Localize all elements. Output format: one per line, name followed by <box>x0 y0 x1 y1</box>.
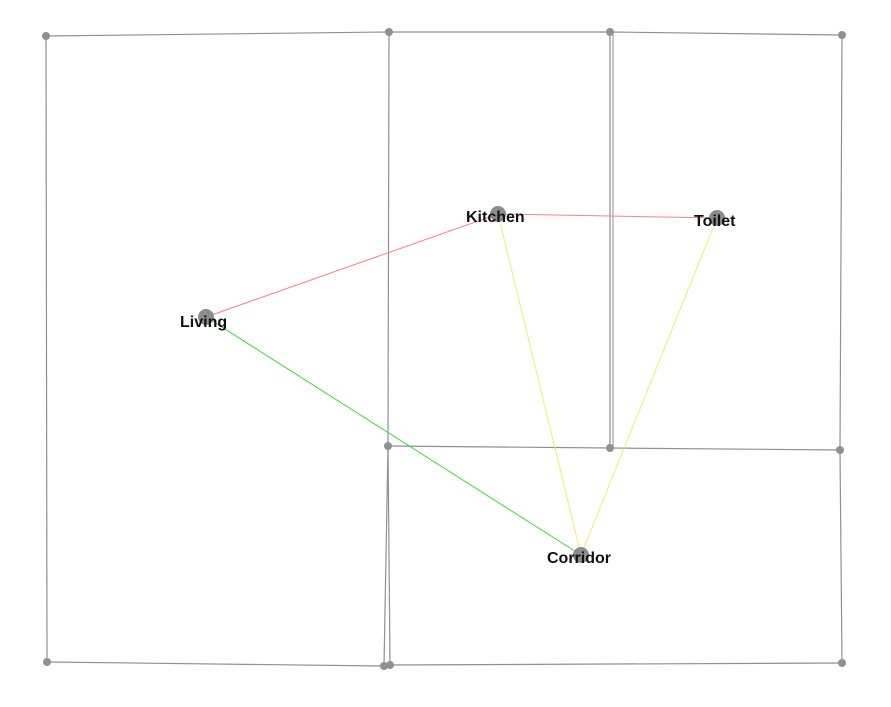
wall-segment <box>839 34 843 451</box>
wall-corner-node <box>385 28 393 36</box>
room-connections <box>205 213 718 556</box>
wall-segment <box>839 449 843 664</box>
wall-segment <box>387 445 391 666</box>
wall-segment <box>387 31 390 447</box>
wall-segment <box>387 445 611 449</box>
wall-segment <box>389 662 843 666</box>
wall-segment <box>609 447 841 451</box>
room-node-corridor <box>573 547 589 563</box>
walls <box>45 31 843 667</box>
wall-segment <box>383 445 389 667</box>
connection-toilet-corridor <box>580 217 718 556</box>
wall-segment <box>45 35 48 663</box>
room-label-toilet: Toilet <box>694 213 736 230</box>
room-label-living: Living <box>180 314 227 331</box>
wall-corner-node <box>42 32 50 40</box>
wall-corner-node <box>838 659 846 667</box>
wall-segment <box>45 31 390 37</box>
room-node-toilet <box>709 210 725 226</box>
room-labels: Living Kitchen Toilet Corridor <box>180 209 736 567</box>
connection-living-kitchen <box>205 213 499 318</box>
connection-kitchen-corridor <box>497 213 582 556</box>
wall-corner-node <box>384 442 392 450</box>
room-node-kitchen <box>490 206 506 222</box>
wall-segment <box>46 661 385 667</box>
wall-corner-node <box>838 31 846 39</box>
wall-corner-node <box>836 446 844 454</box>
room-label-kitchen: Kitchen <box>466 209 525 226</box>
room-label-corridor: Corridor <box>547 550 611 567</box>
room-nodes <box>198 206 725 563</box>
wall-nodes <box>42 28 846 670</box>
wall-segment <box>609 31 843 36</box>
connection-kitchen-toilet <box>497 213 718 219</box>
room-node-living <box>198 309 214 325</box>
wall-corner-node <box>380 662 388 670</box>
wall-corner-node <box>43 658 51 666</box>
wall-corner-node <box>606 28 614 36</box>
wall-corner-node <box>606 444 614 452</box>
wall-corner-node <box>386 661 394 669</box>
connection-living-corridor <box>205 316 582 556</box>
